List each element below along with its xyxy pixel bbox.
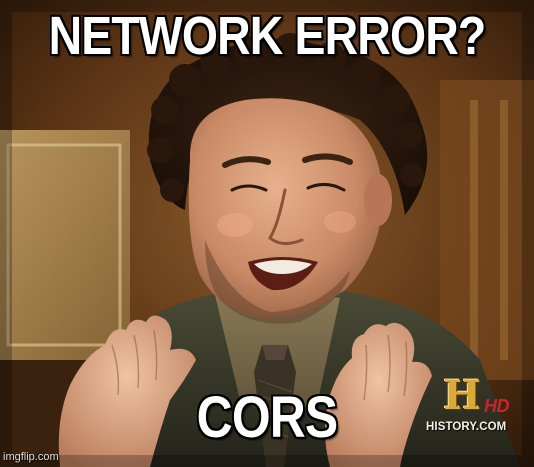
logo-site-text: HISTORY.COM xyxy=(426,421,507,433)
logo-hd-badge: HD xyxy=(484,396,510,416)
bottom-caption: CORS xyxy=(196,385,339,451)
history-channel-logo-icon: H HD HISTORY.COM xyxy=(426,376,530,442)
logo-letter: H xyxy=(443,372,481,419)
top-caption: NETWORK ERROR? xyxy=(48,5,487,67)
imgflip-watermark: imgflip.com xyxy=(3,451,59,463)
